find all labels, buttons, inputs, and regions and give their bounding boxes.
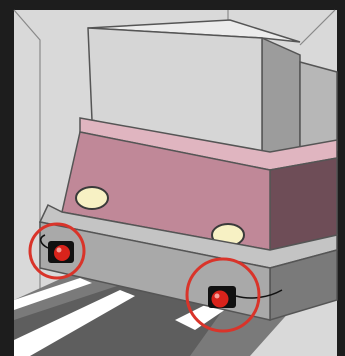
rail-left-lower xyxy=(14,290,135,356)
marker-lamp-left-cable xyxy=(40,234,49,249)
cab-side xyxy=(269,157,338,251)
marker-lamp-left-shine xyxy=(56,247,62,253)
track-bed-dark xyxy=(14,285,230,356)
marker-lamp-right-icon xyxy=(211,290,229,308)
cargo-box-right-block xyxy=(299,61,338,151)
marker-lamp-left-icon xyxy=(54,245,70,261)
marker-lamp-right-shine xyxy=(214,293,220,299)
headlight-left-icon xyxy=(75,186,109,210)
wall-seam xyxy=(299,9,336,46)
cargo-box-side xyxy=(261,36,301,161)
highlight-circle-left-icon xyxy=(28,222,86,280)
highlight-circle-right-icon xyxy=(185,257,261,333)
rail-left xyxy=(14,278,92,310)
